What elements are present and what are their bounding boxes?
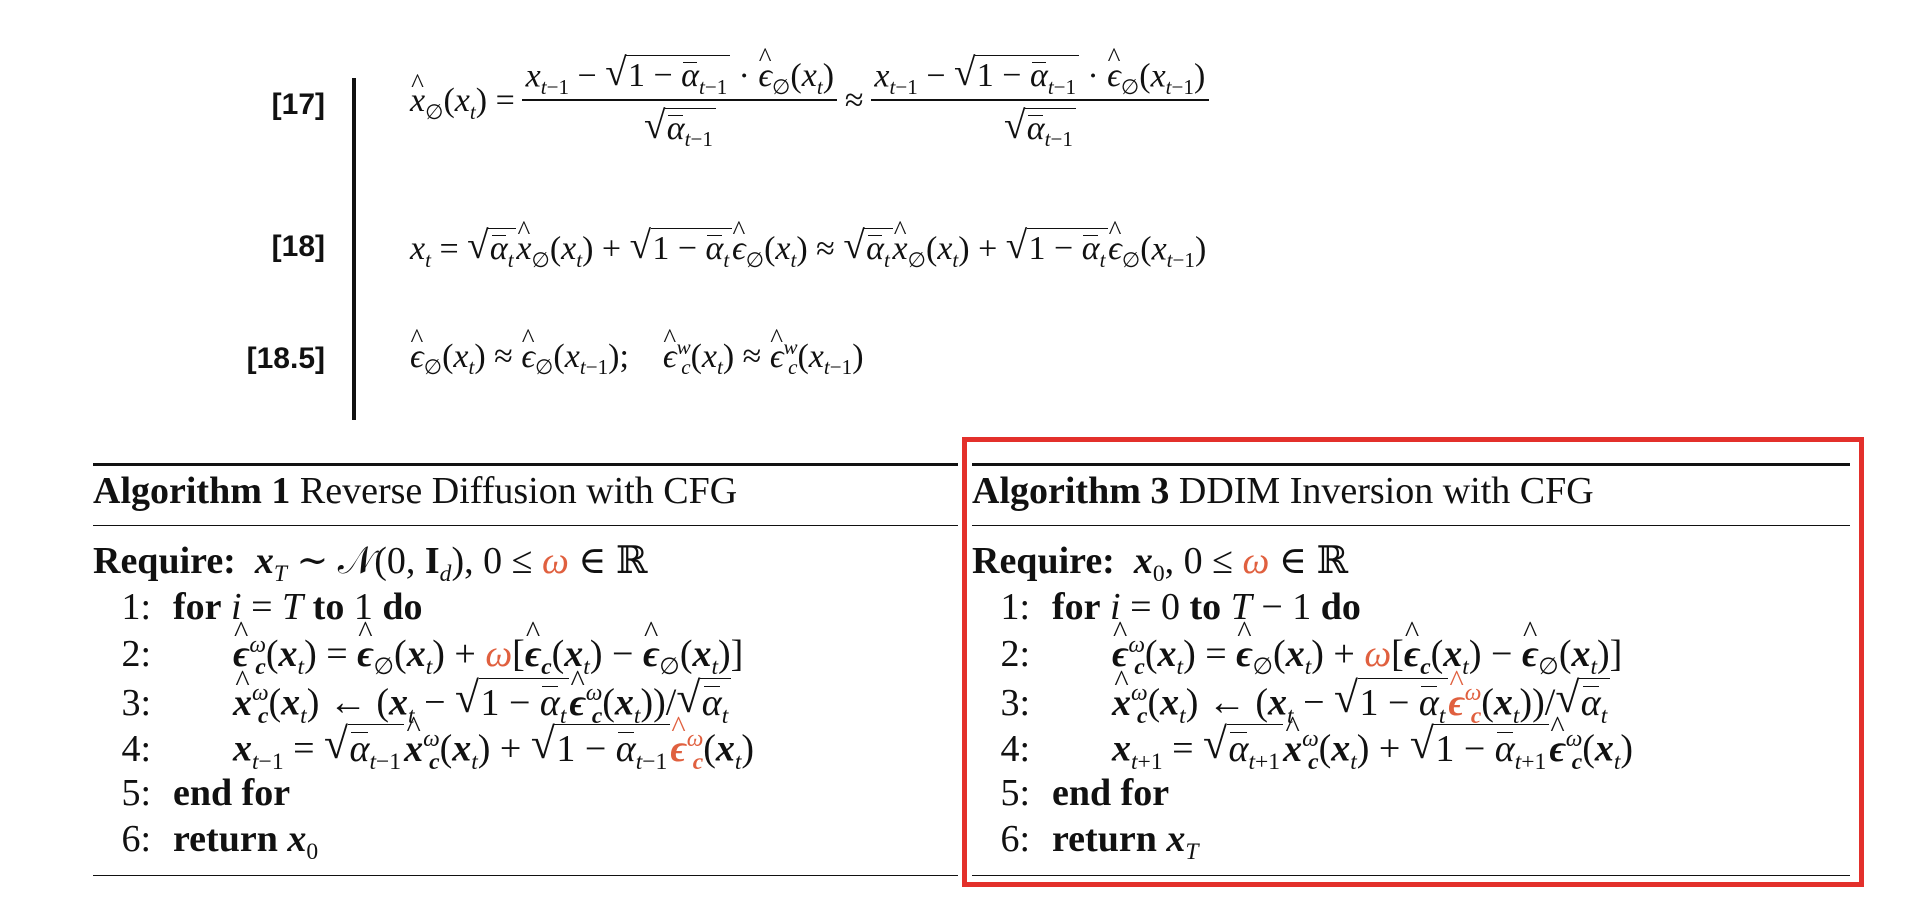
equation-18-5: ϵ∅(xt) ≈ ϵ∅(xt−1); ϵwc(xt) ≈ ϵwc(xt−1)	[410, 337, 864, 378]
algorithm-3-title: Algorithm 3 DDIM Inversion with CFG	[972, 470, 1594, 512]
algorithm-3-line-6: 6:return xT	[1000, 818, 1199, 866]
algorithm-3-require: Require: x0, 0 ≤ ω ∈ ℝ	[972, 540, 1349, 588]
algorithm-1-title: Algorithm 1 Reverse Diffusion with CFG	[93, 470, 738, 512]
eq-label-17: [17]	[271, 88, 325, 121]
algorithm-3-line-3: 3:xωc(xt) ← (xt − 1 − αtϵωc(xt))/αt	[972, 673, 1611, 728]
algorithm-1-line-2: 2:ϵωc(xt) = ϵ∅(xt) + ω[ϵc(xt) − ϵ∅(xt)]	[93, 632, 743, 679]
algorithm-3: Algorithm 3 DDIM Inversion with CFG Requ…	[972, 463, 1850, 878]
algorithm-3-line-4: 4:xt+1 = αt+1xωc(xt) + 1 − αt+1ϵωc(xt)	[972, 719, 1633, 774]
algorithm-1-require: Require: xT ∼ 𝒩(0, Id), 0 ≤ ω ∈ ℝ	[93, 540, 648, 588]
algorithm-3-line-2: 2:ϵωc(xt) = ϵ∅(xt) + ω[ϵc(xt) − ϵ∅(xt)]	[972, 632, 1622, 679]
algorithm-3-line-1: 1:for i = 0 to T − 1 do	[1000, 586, 1361, 628]
algorithm-1-line-4: 4:xt−1 = αt−1xωc(xt) + 1 − αt−1ϵωc(xt)	[93, 719, 754, 774]
algorithm-3-line-5: 5:end for	[1000, 772, 1170, 814]
algorithm-1: Algorithm 1 Reverse Diffusion with CFG R…	[93, 463, 958, 878]
equation-divider	[352, 78, 356, 420]
equation-17: x∅(xt) = xt−1 − 1 − αt−1 · ϵ∅(xt) αt−1 ≈…	[410, 50, 1213, 150]
algorithm-1-line-1: 1:for i = T to 1 do	[121, 586, 423, 628]
highlight-box	[962, 437, 1864, 887]
algorithm-1-line-5: 5:end for	[121, 772, 291, 814]
eq-label-18-5: [18.5]	[246, 342, 325, 375]
algorithm-1-line-3: 3:xωc(xt) ← (xt − 1 − αtϵωc(xt))/αt	[93, 673, 732, 728]
algorithm-1-line-6: 6:return x0	[121, 818, 319, 866]
eq-label-18: [18]	[271, 230, 325, 263]
equation-18: xt = αtx∅(xt) + 1 − αtϵ∅(xt) ≈ αtx∅(xt) …	[410, 223, 1206, 270]
